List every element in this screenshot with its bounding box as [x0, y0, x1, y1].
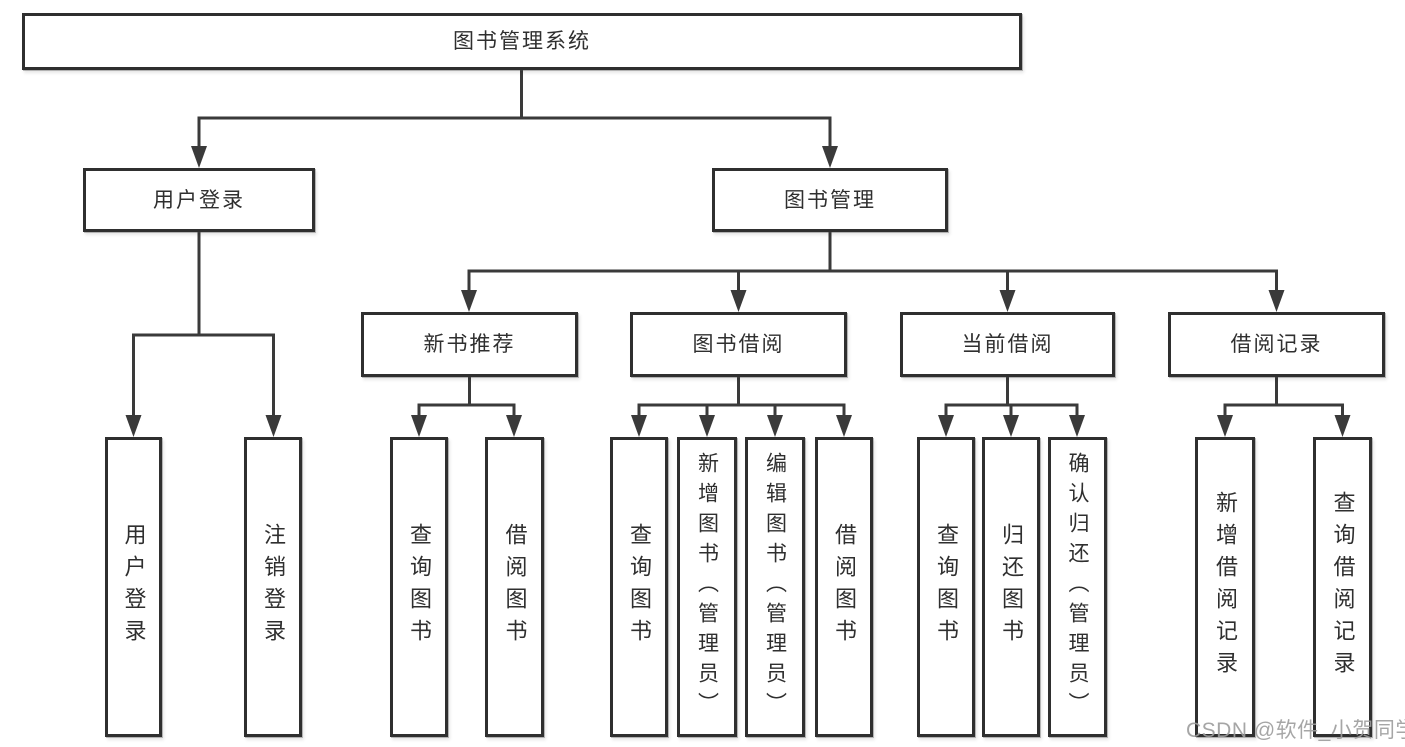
node-label: 确认归还（管理员）: [1066, 452, 1089, 722]
node-label: 编辑图书（管理员）: [763, 452, 787, 722]
leaf-query-books: 查询图书: [917, 437, 975, 737]
node-label: 查询图书: [407, 523, 432, 651]
arrowhead: [1217, 415, 1233, 437]
arrowhead: [822, 146, 838, 168]
node-borrowing-records: 借阅记录: [1168, 312, 1385, 377]
leaf-logout: 注销登录: [244, 437, 302, 737]
node-label: 新书推荐: [423, 333, 516, 356]
arrowhead: [699, 415, 715, 437]
node-label: 查询图书: [934, 523, 959, 651]
connector-book-borrowing-to-leaves: [631, 375, 852, 437]
leaf-borrow-books: 借阅图书: [815, 437, 873, 737]
connector-new-books-to-leaves: [411, 375, 522, 437]
node-label: 新增图书（管理员）: [695, 452, 719, 722]
node-label: 借阅图书: [832, 523, 857, 651]
leaf-user-login: 用户登录: [105, 437, 162, 737]
node-root-system: 图书管理系统: [22, 13, 1022, 70]
arrowhead: [125, 415, 142, 437]
arrowhead: [265, 415, 282, 437]
connector-user-login-to-leaves: [125, 230, 282, 437]
node-label: 当前借阅: [961, 333, 1054, 356]
leaf-add-borrow-record: 新增借阅记录: [1195, 437, 1255, 737]
node-book-borrowing: 图书借阅: [630, 312, 847, 377]
node-label: 查询图书: [627, 523, 652, 651]
leaf-query-books: 查询图书: [390, 437, 448, 737]
node-label: 查询借阅记录: [1330, 491, 1356, 683]
leaf-edit-books-admin: 编辑图书（管理员）: [745, 437, 805, 737]
leaf-query-borrow-record: 查询借阅记录: [1313, 437, 1372, 737]
leaf-add-books-admin: 新增图书（管理员）: [677, 437, 737, 737]
node-user-login: 用户登录: [83, 168, 315, 232]
connector-book-mgmt-to-level3: [461, 230, 1285, 312]
arrowhead: [461, 290, 477, 312]
arrowhead: [730, 290, 747, 312]
leaf-confirm-return-admin: 确认归还（管理员）: [1048, 437, 1107, 737]
arrowhead: [1003, 415, 1019, 437]
arrowhead: [938, 415, 954, 437]
arrowhead: [1268, 290, 1285, 312]
node-current-borrowing: 当前借阅: [900, 312, 1115, 377]
leaf-return-books: 归还图书: [982, 437, 1040, 737]
arrowhead: [191, 146, 207, 168]
arrowhead: [411, 415, 427, 437]
arrowhead: [631, 415, 647, 437]
arrowhead: [1334, 415, 1351, 437]
connector-borrow-records-to-leaves: [1217, 375, 1351, 437]
node-label: 图书管理系统: [453, 30, 591, 53]
node-label: 借阅图书: [502, 523, 528, 651]
leaf-query-books: 查询图书: [610, 437, 668, 737]
arrowhead: [506, 415, 522, 437]
node-label: 图书借阅: [692, 333, 785, 356]
node-label: 新增借阅记录: [1213, 491, 1238, 683]
leaf-borrow-books: 借阅图书: [485, 437, 544, 737]
csdn-watermark: CSDN @软件_小贺同学: [1186, 719, 1405, 742]
connector-current-borrowing-to-leaves: [938, 375, 1085, 437]
arrowhead: [836, 415, 852, 437]
node-label: 用户登录: [153, 188, 245, 212]
connector-root-to-level2: [191, 68, 838, 168]
arrowhead: [767, 415, 783, 437]
node-label: 归还图书: [999, 523, 1024, 651]
node-label: 图书管理: [784, 188, 876, 212]
node-new-book-recommendation: 新书推荐: [361, 312, 578, 377]
arrowhead: [1069, 415, 1085, 437]
node-label: 借阅记录: [1230, 333, 1323, 356]
node-book-management: 图书管理: [712, 168, 948, 232]
arrowhead: [999, 290, 1016, 312]
node-label: 用户登录: [121, 523, 147, 651]
node-label: 注销登录: [261, 523, 286, 651]
